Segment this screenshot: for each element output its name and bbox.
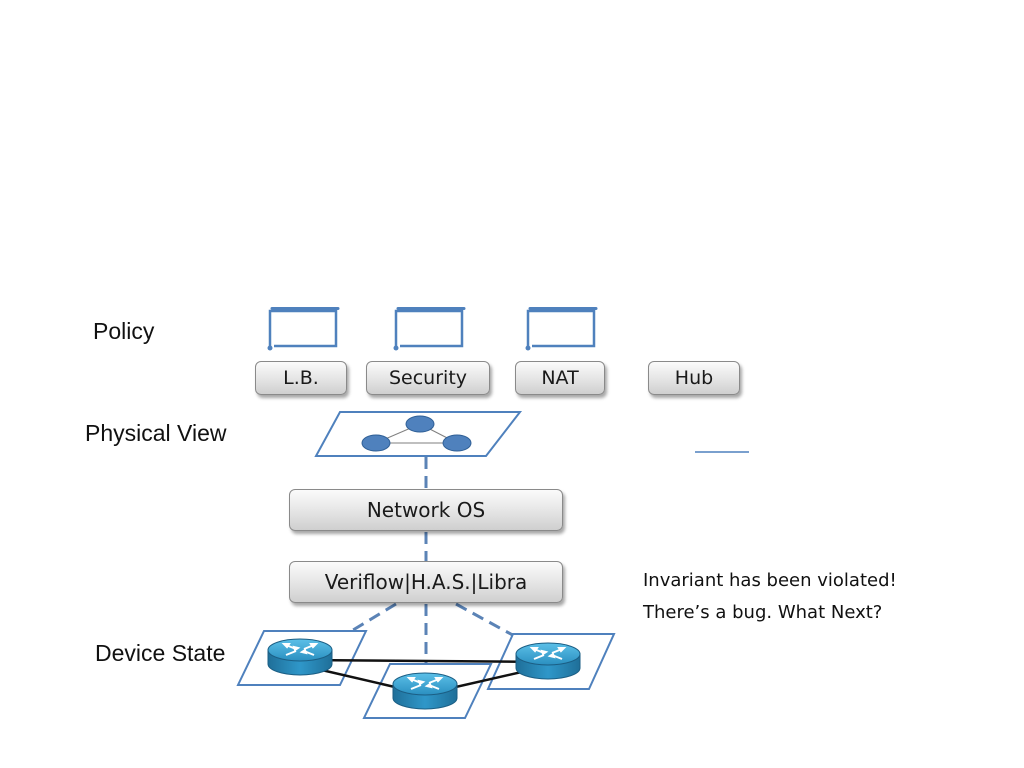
network-os-box: Network OS xyxy=(289,489,563,531)
app-box-hub: Hub xyxy=(648,361,740,395)
violation-note-line1: Invariant has been violated! xyxy=(643,570,897,591)
router-icon xyxy=(267,638,333,676)
policy-document-icon xyxy=(524,307,598,352)
violation-note-line2: There’s a bug. What Next? xyxy=(643,602,883,623)
policy-document-icon xyxy=(266,307,340,352)
app-box-lb: L.B. xyxy=(255,361,347,395)
policy-document-icon xyxy=(392,307,466,352)
app-box-security: Security xyxy=(366,361,490,395)
router-icon xyxy=(392,672,458,710)
policy-label: Policy xyxy=(93,318,155,344)
app-box-nat: NAT xyxy=(515,361,605,395)
physical-view-label: Physical View xyxy=(85,420,227,446)
topology-graph-icon xyxy=(361,415,472,452)
router-icon xyxy=(515,642,581,680)
violation-note: Invariant has been violated! There’s a b… xyxy=(643,565,897,629)
verifier-box: Veriflow|H.A.S.|Libra xyxy=(289,561,563,603)
device-state-label: Device State xyxy=(95,640,226,666)
